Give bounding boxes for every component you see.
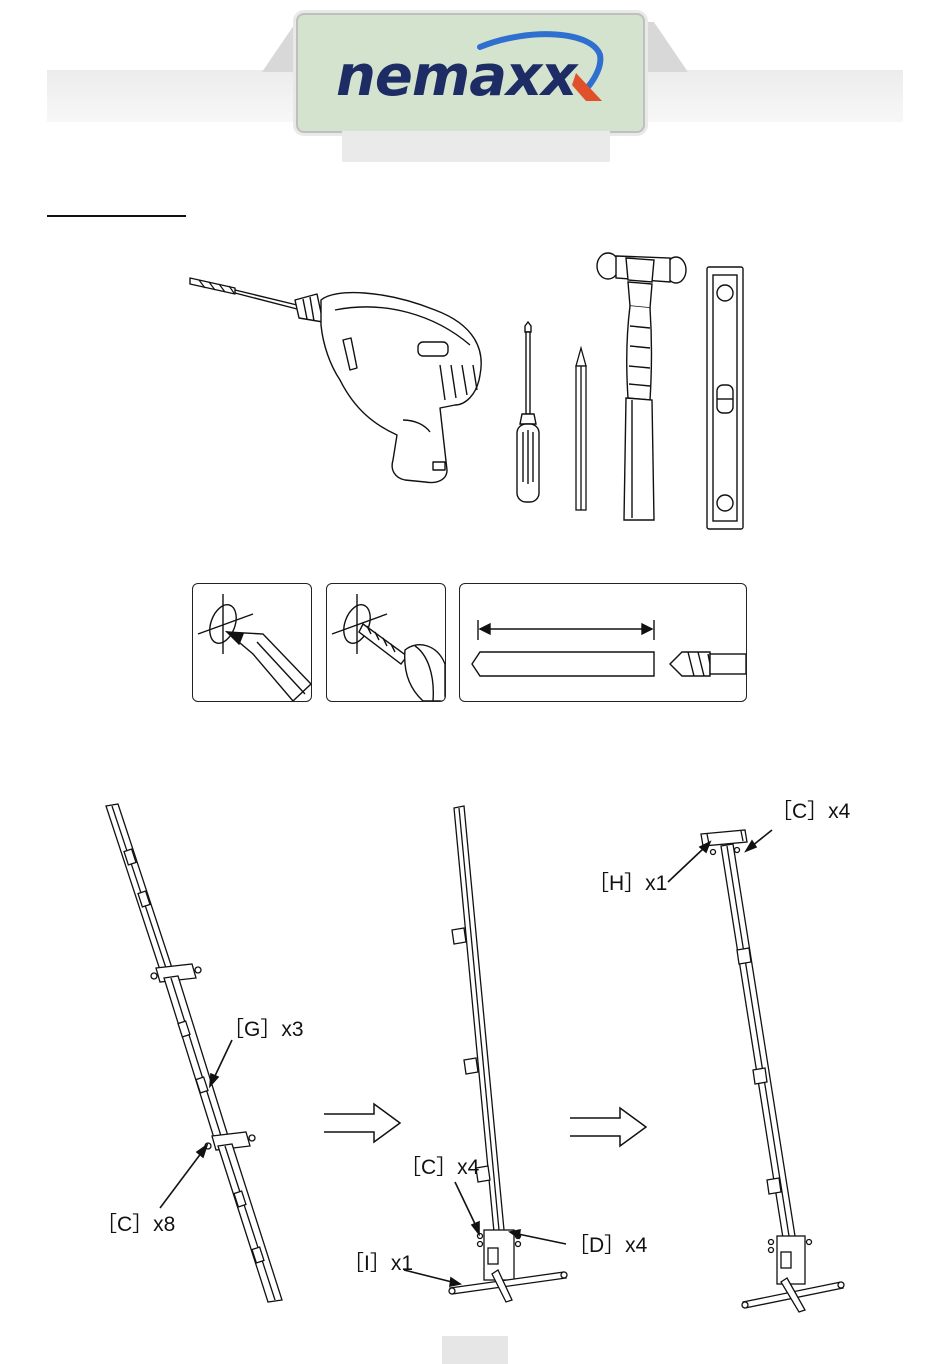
part-label-h: ［H］x1 [588,872,667,896]
page-number-tab [442,1336,508,1364]
part-label-c: ［C］x4 [771,800,850,824]
